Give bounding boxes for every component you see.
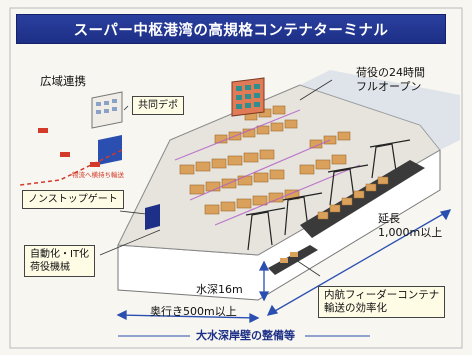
- feeder-ship: [268, 245, 318, 275]
- depot-label: 共同デポ: [132, 96, 184, 115]
- depot-gate-icon: [98, 135, 122, 165]
- quay-label: 大水深岸壁の整備等: [196, 329, 295, 342]
- road-arrow: [19, 149, 123, 186]
- regional-building: [91, 91, 123, 129]
- hours-label: 荷役の24時間 フルオープン: [356, 66, 425, 93]
- automation-label: 自動化・IT化 荷役機械: [24, 245, 96, 277]
- container-stacks: [179, 105, 351, 215]
- diagram-title: スーパー中枢港湾の高規格コンテナターミナル: [16, 14, 446, 44]
- inner-feeder-label: 内航フィーダーコンテナ 輸送の効率化: [318, 286, 446, 318]
- admin-building: [231, 77, 265, 117]
- regional-label: 広域連携: [40, 74, 86, 88]
- gate-label: ノンストップゲート: [22, 190, 124, 209]
- depth-label: 水深16m: [196, 283, 243, 296]
- truck-icons: [38, 128, 100, 167]
- extension-arrow: [267, 209, 451, 316]
- container-ship: [300, 160, 425, 238]
- hinterland-arrow-label: 物流へ横持ち輸送: [72, 171, 124, 179]
- length-label: 奥行き500m以上: [150, 305, 237, 318]
- nonstop-gate-icon: [145, 204, 160, 230]
- quay-cranes: [245, 139, 411, 251]
- extension-label: 延長 1,000m以上: [378, 212, 443, 239]
- length-arrow: [117, 314, 259, 319]
